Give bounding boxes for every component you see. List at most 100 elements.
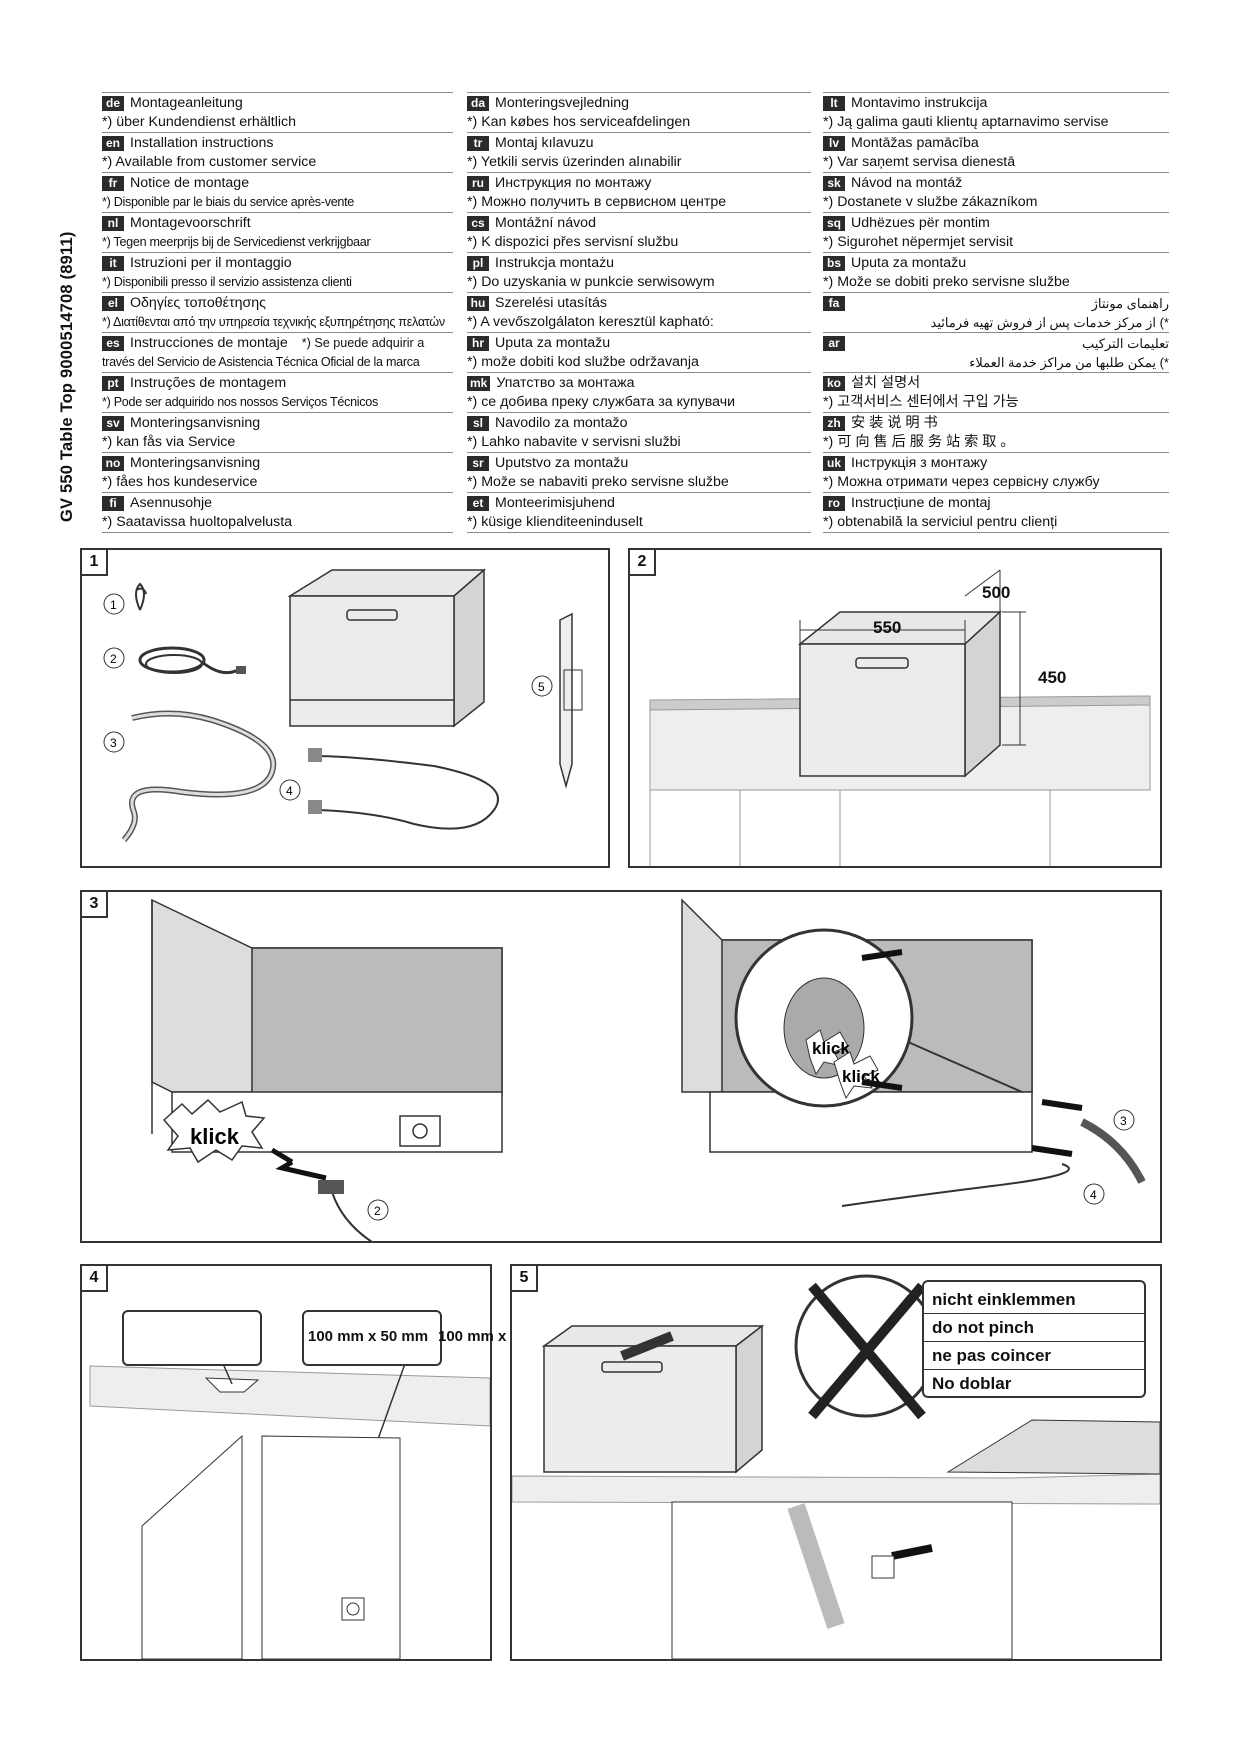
lang-code-badge: el [102,296,124,311]
lang-title: Monteringsanvisning [130,415,261,431]
lang-title: Montageanleitung [130,95,243,111]
lang-code-badge: et [467,496,489,511]
connector-label-2: 2 [367,1199,389,1221]
lang-code-badge: ar [823,336,845,351]
depth-dimension: 500 [982,583,1011,602]
lang-note: *) يمكن طلبها من مراكز خدمة العملاء [969,355,1169,370]
lang-note: *) Можно получить в сервисном центре [467,194,727,210]
svg-text:3: 3 [1120,1114,1127,1128]
lang-note: *) Disponibili presso il servizio assist… [102,275,352,289]
lang-note: *) Može se nabaviti preko servisne služb… [467,474,729,490]
lang-note: *) obtenabilă la serviciul pentru clienț… [823,514,1058,530]
klick-label: klick [190,1124,240,1149]
lang-title: Uputstvo za montažu [495,455,629,471]
lang-entry-el: el Οδηγίες τοποθέτησης *) Διατίθενται από … [102,292,453,332]
lang-code-badge: de [102,96,124,111]
lang-title: Montážní návod [495,215,596,231]
width-dimension: 550 [873,618,902,637]
part-3-label: 3 [110,736,117,750]
lang-title: Instrukcja montażu [495,255,615,271]
lang-code-badge: cs [467,216,489,231]
lang-note: *) Var saņemt servisa dienestā [823,154,1016,170]
lang-note: *) može dobiti kod službe održavanja [467,354,699,370]
lang-code-badge: sv [102,416,124,431]
lang-note: *) Može se dobiti preko servisne službe [823,274,1070,290]
lang-code-badge: zh [823,416,845,431]
klick-burst-left: klick [162,1098,266,1164]
height-dimension: 450 [1038,668,1067,687]
lang-title: Instruções de montagem [130,375,287,391]
panel-2-dimensions: 2 550 500 450 [628,548,1162,868]
no-pinch-warning-box: nicht einklemmen do not pinch ne pas coi… [922,1280,1146,1398]
dishwasher-drawing [797,610,1002,778]
lang-note: *) Tegen meerprijs bij de Servicedienst … [102,235,371,249]
svg-text:4: 4 [1090,1188,1097,1202]
panel-number: 2 [628,548,656,576]
lang-code-badge: sq [823,216,845,231]
lang-note: *) K dispozici přes servisní službu [467,234,679,250]
lang-title: Instrucțiune de montaj [851,495,991,511]
magnifier-circle: klick klick [734,928,1023,1108]
lang-note: *) Kan købes hos serviceafdelingen [467,114,691,130]
lang-code-badge: ko [823,376,845,391]
connector-label-3: 3 [1113,1109,1135,1131]
blank-label-box [122,1310,262,1366]
svg-text:2: 2 [374,1204,381,1218]
lang-note: *) се добива преку службата за купувачи [467,394,736,410]
lang-note: *) Disponible par le biais du service ap… [102,195,355,209]
lang-code-badge: lt [823,96,845,111]
dishwasher-drawing [287,568,487,728]
lang-code-badge: hu [467,296,489,311]
lang-title: Інструкція з монтажу [851,455,988,471]
lang-code-badge: hr [467,336,489,351]
lang-note: *) Διατίθενται από την υπηρεσία τεχνικής… [102,315,445,329]
lang-code-badge: sl [467,416,489,431]
lang-title-extra: *) Se puede adquirir a [301,336,425,350]
panel-number: 5 [510,1264,538,1292]
part-5-bracket-icon: 5 [531,612,583,789]
lang-title: Montāžas pamācība [851,135,979,151]
lang-title: Οδηγίες τοποθέτησης [130,295,266,311]
part-2-label: 2 [110,652,117,666]
lang-entry-ar: ar تعليمات التركيب *) يمكن طلبها من مراكز … [823,332,1169,372]
lang-title: Instrucciones de montaje [130,335,288,351]
lang-code-badge: sk [823,176,845,191]
lang-code-badge: fi [102,496,124,511]
lang-title: Monteringsvejledning [495,95,630,111]
lang-code-badge: pl [467,256,489,271]
lang-code-badge: pt [102,376,124,391]
panel-5-placement: 5 nicht einklemmen do not pinch ne pas c… [510,1264,1162,1661]
lang-note: *) Do uzyskania w punkcie serwisowym [467,274,715,290]
lang-title: تعليمات التركيب [1082,336,1169,351]
lang-note: *) Можна отримати через сервісну службу [823,474,1100,490]
lang-note: *) Pode ser adquirido nos nossos Serviço… [102,395,378,409]
lang-title: 安 装 说 明 书 [851,415,938,431]
no-pinch-symbol [794,1274,938,1420]
lang-title: Navodilo za montažo [495,415,628,431]
lang-note: *) 고객서비스 센터에서 구입 가능 [823,394,1019,410]
lang-note: *) Ją galima gauti klientų aptarnavimo s… [823,114,1109,130]
lang-code-badge: it [102,256,124,271]
warning-de: nicht einklemmen [932,1290,1076,1309]
part-3-drain-hose-icon: 3 [103,710,277,842]
lang-title: 설치 설명서 [851,375,921,391]
lang-code-badge: es [102,336,124,351]
lang-code-badge: lv [823,136,845,151]
